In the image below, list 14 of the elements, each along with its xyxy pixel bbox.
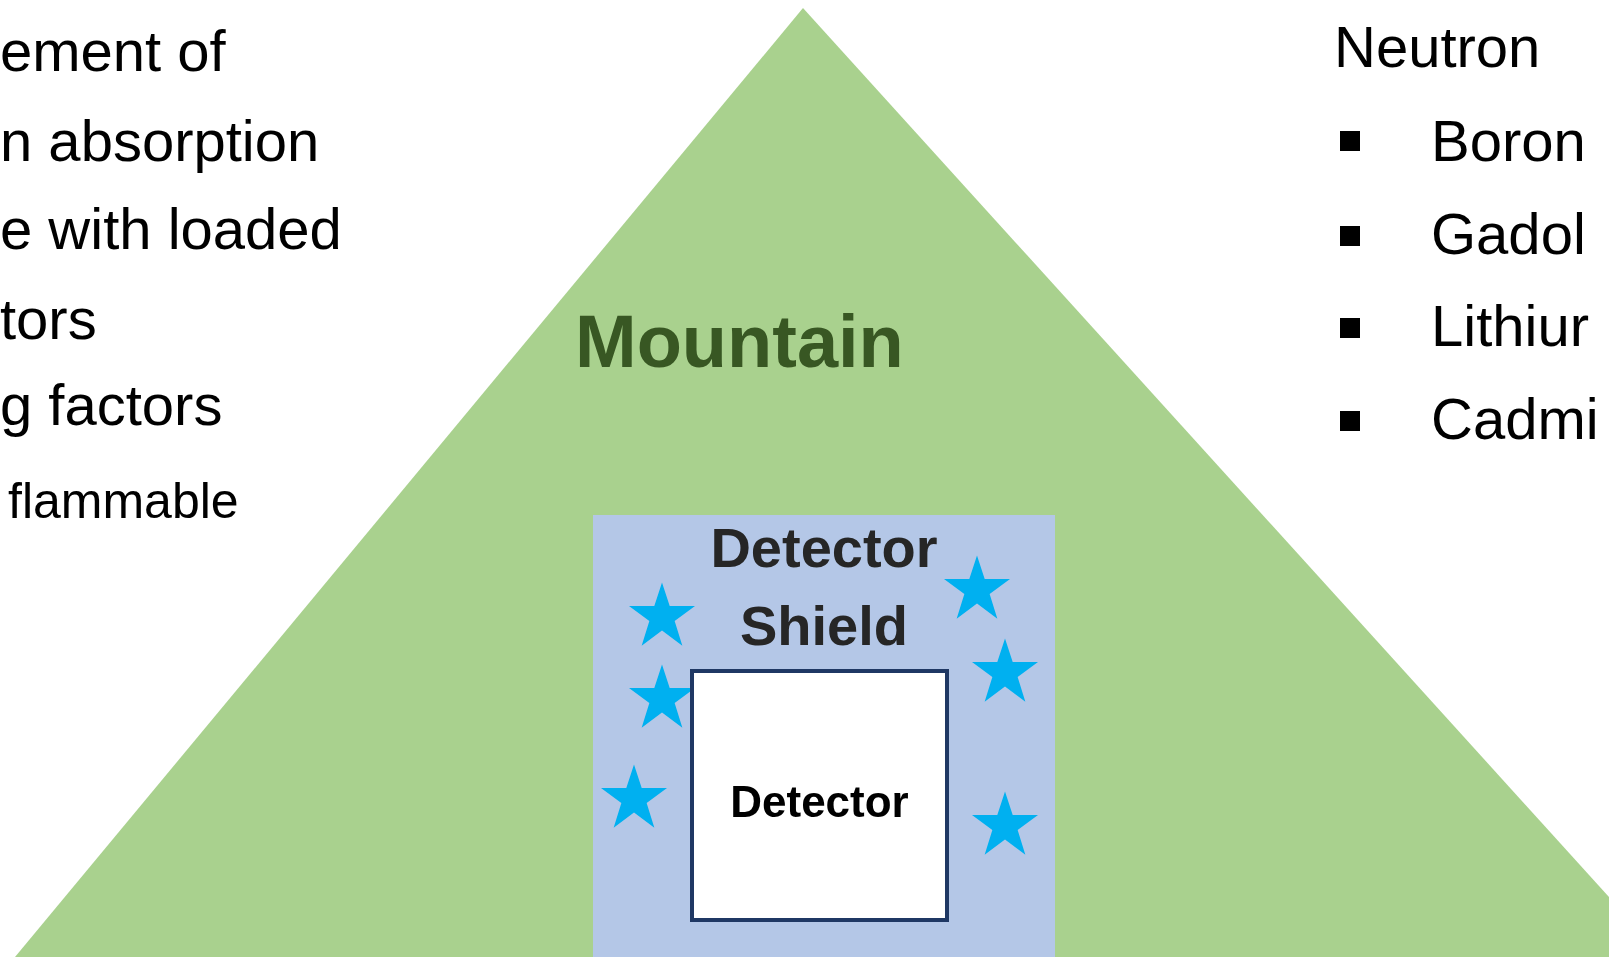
text-line: e with loaded	[0, 200, 342, 258]
text-line: Cadmi	[1431, 390, 1599, 448]
node-title: Mountain	[575, 299, 904, 385]
text-line: Gadol	[1431, 205, 1586, 263]
text-line: Neutron	[1334, 18, 1541, 76]
text-line: Boron	[1431, 112, 1586, 170]
detector-box	[690, 669, 949, 922]
node-title: Detector Shield	[709, 515, 939, 660]
text-line: ement of	[0, 22, 226, 80]
text-line: flammable	[8, 476, 239, 526]
text-line: tors	[0, 290, 97, 348]
text-line: Lithiur	[1431, 297, 1589, 355]
shield-box	[593, 515, 1055, 957]
node-title: Detector	[729, 776, 910, 828]
